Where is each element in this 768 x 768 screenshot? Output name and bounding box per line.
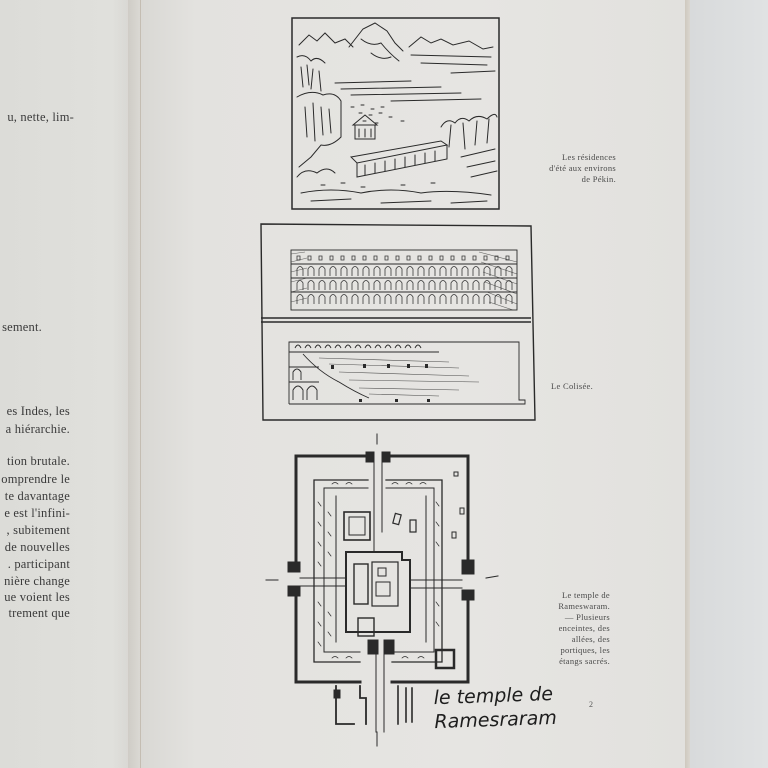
body-text-line: trement que (8, 606, 70, 620)
caption-line: enceintes, des (558, 623, 610, 633)
body-text-line: ue voient les (4, 590, 70, 604)
caption-line: allées, des (571, 634, 610, 644)
caption-line: d'été aux environs (549, 163, 616, 173)
page-edge (685, 0, 690, 768)
colosseum-sketch (260, 223, 536, 421)
rameswaram-temple-plan (265, 433, 499, 747)
caption-line: portiques, les (560, 645, 610, 655)
caption-line: Le Colisée. (551, 381, 594, 391)
body-text-line: nière change (4, 574, 70, 588)
caption-rameswaram: Le temple de Rameswaram. — Plusieurs enc… (540, 590, 610, 667)
body-text-line: e est l'infini- (4, 506, 70, 520)
handwritten-line: Ramesraram (434, 706, 558, 734)
table-surface (690, 0, 768, 768)
body-text-line: a hiérarchie. (5, 422, 70, 436)
body-text-line: omprendre le (1, 472, 70, 486)
caption-line: étangs sacrés. (559, 656, 610, 666)
body-text-line: es Indes, les (6, 404, 70, 418)
right-page (140, 0, 687, 768)
body-text-line: te davantage (4, 489, 70, 503)
body-text-line: , subitement (6, 523, 70, 537)
body-text-line: u, nette, lim- (7, 110, 74, 124)
left-page: u, nette, lim-sement. es Indes, les a hiér… (0, 0, 141, 768)
caption-line: Le temple de (562, 590, 610, 600)
handwritten-note: le temple de Ramesraram (433, 682, 557, 734)
body-text-line: tion brutale. (6, 454, 70, 468)
caption-pekin: Les résidences d'été aux environs de Pék… (508, 152, 616, 185)
caption-line: Les résidences (562, 152, 616, 162)
pekin-landscape-sketch (291, 17, 500, 210)
caption-line: — Plusieurs (564, 612, 610, 622)
page-number: 2 (589, 700, 593, 709)
body-text-line: sement. (2, 320, 42, 334)
body-text-line: de nouvelles (4, 540, 70, 554)
body-text-line: . participant (7, 557, 70, 571)
caption-line: Rameswaram. (558, 601, 610, 611)
caption-line: de Pékin. (581, 174, 616, 184)
caption-colisee: Le Colisée. (551, 381, 593, 392)
